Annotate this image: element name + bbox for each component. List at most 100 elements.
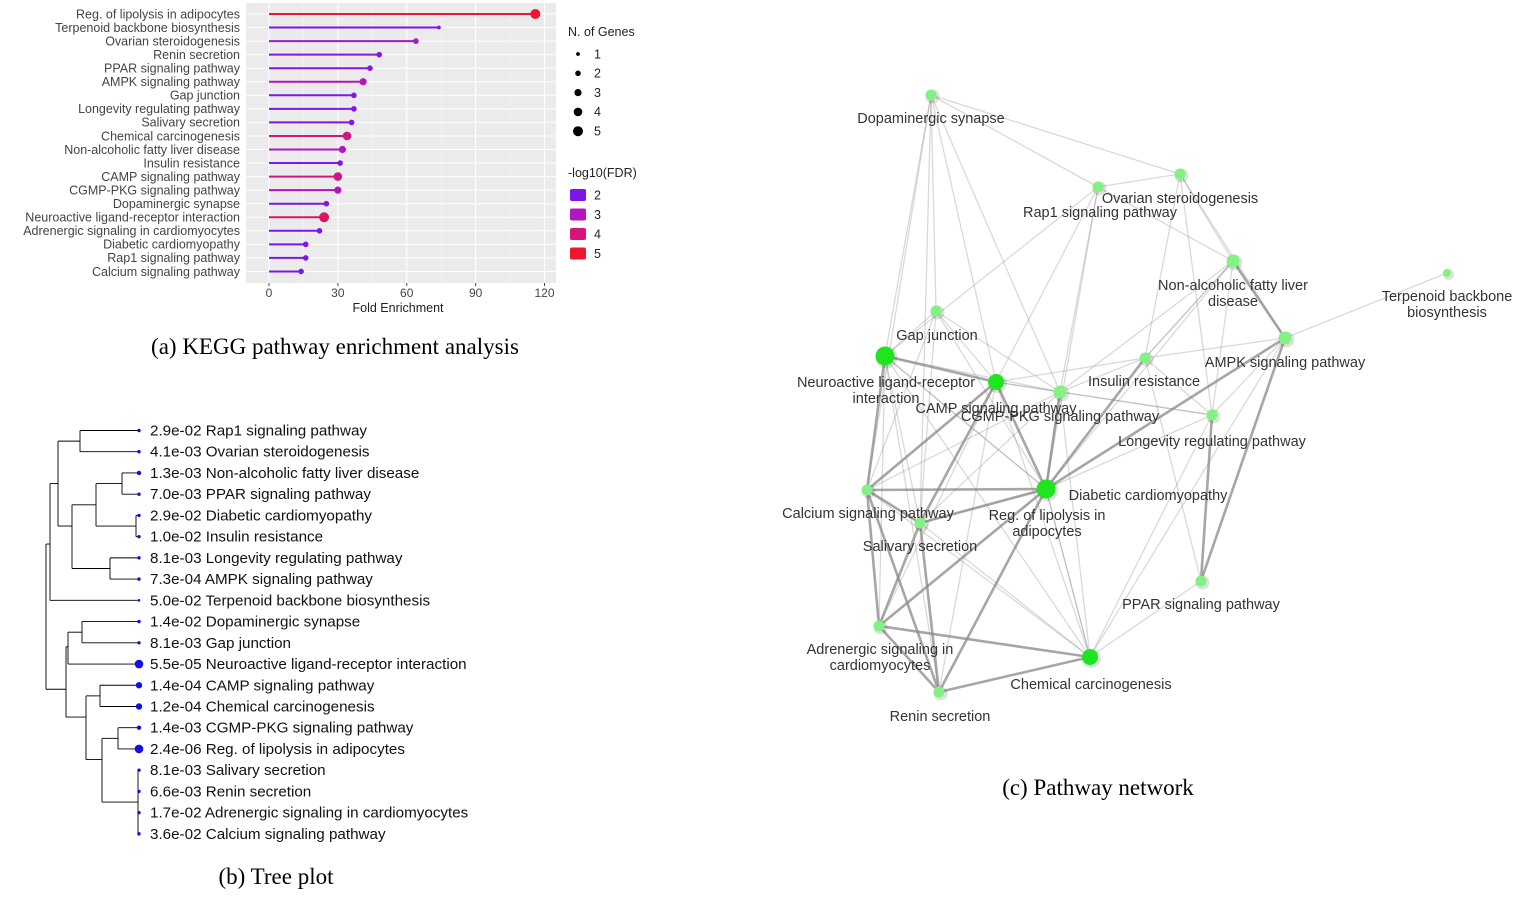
lollipop-dot bbox=[351, 106, 357, 112]
network-edge bbox=[865, 489, 881, 627]
lollipop-dot bbox=[316, 228, 323, 234]
size-legend-dot bbox=[576, 52, 580, 56]
tree-leaf-dot bbox=[137, 450, 141, 454]
tree-leaf-dot bbox=[137, 534, 141, 539]
y-tick-label: Reg. of lipolysis in adipocytes bbox=[76, 7, 240, 21]
tree-leaf-label: 8.1e-03 Longevity regulating pathway bbox=[150, 550, 403, 567]
network-edge bbox=[918, 381, 998, 524]
lollipop-dot bbox=[319, 212, 330, 223]
tree-leaf-dot bbox=[137, 789, 141, 794]
lollipop-dot bbox=[413, 38, 419, 44]
network-node bbox=[1443, 269, 1451, 277]
network-edge bbox=[995, 357, 1146, 383]
size-legend-label: 3 bbox=[594, 86, 601, 100]
network-node bbox=[930, 305, 942, 317]
network-edge bbox=[866, 310, 937, 491]
network-edge bbox=[919, 522, 1091, 658]
panel-a-lollipop-chart: Reg. of lipolysis in adipocytesTerpenoid… bbox=[23, 3, 637, 315]
tree-leaf-dot bbox=[134, 744, 144, 754]
tree-leaf-dot bbox=[137, 577, 141, 581]
y-tick-label: Non-alcoholic fatty liver disease bbox=[64, 143, 240, 157]
network-edge bbox=[919, 391, 1061, 524]
size-legend-label: 2 bbox=[594, 67, 601, 81]
lollipop-dot bbox=[323, 200, 330, 207]
color-legend-label: 4 bbox=[594, 227, 601, 241]
network-edge bbox=[994, 381, 1048, 490]
tree-leaf-dot bbox=[137, 641, 141, 645]
tree-leaf-label: 2.9e-02 Rap1 signaling pathway bbox=[150, 423, 367, 440]
x-tick-label: 60 bbox=[400, 286, 414, 300]
lollipop-sticks bbox=[268, 13, 536, 273]
network-edge bbox=[1211, 337, 1286, 416]
network-edge bbox=[866, 94, 932, 491]
tree-leaf-label: 7.0e-03 PPAR signaling pathway bbox=[150, 486, 371, 503]
network-edge bbox=[935, 310, 1061, 393]
network-node-label: adipocytes bbox=[1012, 524, 1081, 540]
network-edge bbox=[878, 624, 1091, 659]
network-edge bbox=[935, 310, 1047, 490]
tree-leaf-dot bbox=[135, 682, 143, 689]
lollipop-dot bbox=[436, 25, 441, 30]
lollipop-dot bbox=[348, 119, 355, 126]
network-edge bbox=[884, 355, 1047, 490]
network-node bbox=[1226, 254, 1240, 268]
y-tick-label: Chemical carcinogenesis bbox=[101, 129, 240, 143]
network-node-label: Rap1 signaling pathway bbox=[1023, 205, 1178, 221]
network-node-label: Calcium signaling pathway bbox=[782, 506, 954, 522]
tree-leaf-label: 1.4e-04 CAMP signaling pathway bbox=[150, 677, 375, 694]
color-legend-swatch bbox=[570, 228, 586, 240]
network-node bbox=[1174, 168, 1186, 180]
network-node bbox=[988, 374, 1004, 390]
x-tick-label: 90 bbox=[469, 286, 483, 300]
network-edge bbox=[930, 94, 1061, 393]
network-edge bbox=[865, 489, 941, 693]
tree-leaf-label: 3.6e-02 Calcium signaling pathway bbox=[150, 826, 386, 843]
tree-leaf-label: 4.1e-03 Ovarian steroidogenesis bbox=[150, 444, 370, 461]
tree-leaf-label: 6.6e-03 Renin secretion bbox=[150, 783, 311, 800]
network-node-label: cardiomyocytes bbox=[830, 658, 931, 674]
color-legend-swatch bbox=[570, 189, 586, 201]
network-edge bbox=[878, 381, 997, 627]
network-edge bbox=[1144, 357, 1213, 416]
size-legend-dot bbox=[573, 107, 583, 117]
network-edge bbox=[884, 310, 937, 357]
network-edge bbox=[1059, 186, 1099, 393]
lollipop-dot bbox=[530, 9, 541, 19]
network-edge bbox=[866, 391, 1061, 491]
tree-leaf-label: 1.4e-03 CGMP-PKG signaling pathway bbox=[150, 720, 414, 737]
tree-leaf-label: 2.4e-06 Reg. of lipolysis in adipocytes bbox=[150, 741, 405, 758]
network-node-label: CGMP-PKG signaling pathway bbox=[961, 409, 1160, 425]
network-node-label: biosynthesis bbox=[1407, 305, 1487, 321]
size-legend-dot bbox=[575, 70, 581, 77]
tree-leaf-dot bbox=[137, 599, 141, 602]
network-edge bbox=[1059, 391, 1091, 658]
network-edge bbox=[930, 94, 997, 383]
network-node-label: Longevity regulating pathway bbox=[1118, 434, 1307, 450]
network-node-label: Dopaminergic synapse bbox=[857, 111, 1005, 127]
network-node bbox=[925, 89, 937, 101]
network-edge bbox=[995, 381, 1091, 658]
network-node bbox=[1082, 649, 1098, 665]
color-legend-label: 3 bbox=[594, 208, 601, 222]
caption-c: (c) Pathway network bbox=[1002, 775, 1194, 800]
color-legend-swatch bbox=[570, 208, 586, 221]
tree-leaf-dot bbox=[136, 470, 142, 476]
network-edge bbox=[884, 355, 1091, 658]
color-legend-title: -log10(FDR) bbox=[568, 166, 637, 180]
network-edge bbox=[884, 355, 940, 693]
network-edge bbox=[1089, 337, 1286, 658]
y-tick-label: Salivary secretion bbox=[141, 116, 240, 130]
lollipop-dot bbox=[367, 65, 373, 71]
tree-leaf-dot bbox=[137, 810, 141, 815]
lollipop-dot bbox=[351, 92, 357, 99]
network-edge bbox=[995, 186, 1099, 383]
y-tick-label: CGMP-PKG signaling pathway bbox=[69, 183, 241, 197]
y-tick-label: Neuroactive ligand-receptor interaction bbox=[25, 211, 240, 225]
network-node-label: Chemical carcinogenesis bbox=[1010, 677, 1171, 693]
network-node-label: Adrenergic signaling in bbox=[807, 642, 954, 658]
network-node-label: PPAR signaling pathway bbox=[1122, 597, 1280, 613]
